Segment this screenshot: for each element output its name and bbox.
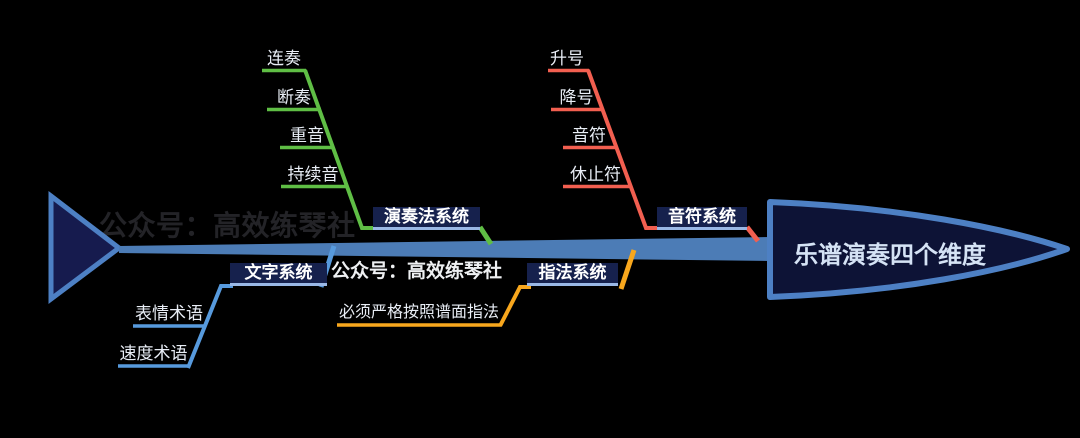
branch-item: 重音 — [290, 126, 324, 145]
branch-label-fingering-system: 指法系统 — [527, 263, 618, 286]
branch-item: 表情术语 — [135, 304, 203, 323]
watermark-light: 公众号：高效练琴社 — [331, 261, 503, 282]
branch-foot-fingering — [618, 249, 637, 290]
branch-foot-note — [745, 225, 760, 243]
branch-item: 升号 — [550, 49, 584, 68]
branch-item: 速度术语 — [119, 344, 188, 363]
fish-head — [767, 199, 1070, 300]
branch-label-text-system: 文字系统 — [230, 263, 327, 286]
watermark-dark: 公众号：高效练琴社 — [99, 210, 356, 241]
branch-label-performance-technique-system: 演奏法系统 — [373, 207, 480, 230]
branch-line-performance — [303, 69, 374, 230]
branch-line-fingering — [498, 285, 531, 327]
branch-item: 必须严格按照谱面指法 — [338, 304, 499, 321]
branch-item: 连奏 — [267, 49, 301, 68]
branch-label-note-system: 音符系统 — [657, 207, 747, 230]
branch-line-text — [186, 284, 233, 369]
fish-tail — [48, 190, 124, 304]
branch-item: 断奏 — [277, 88, 311, 107]
branch-item: 休止符 — [570, 165, 621, 184]
diagram-title: 乐谱演奏四个维度 — [794, 242, 986, 269]
branch-line-note — [586, 69, 658, 230]
branch-item: 持续音 — [287, 165, 339, 184]
branch-item: 音符 — [572, 126, 606, 145]
fish-spine — [119, 237, 770, 261]
branch-item: 降号 — [559, 88, 594, 107]
branch-foot-performance — [477, 225, 494, 246]
